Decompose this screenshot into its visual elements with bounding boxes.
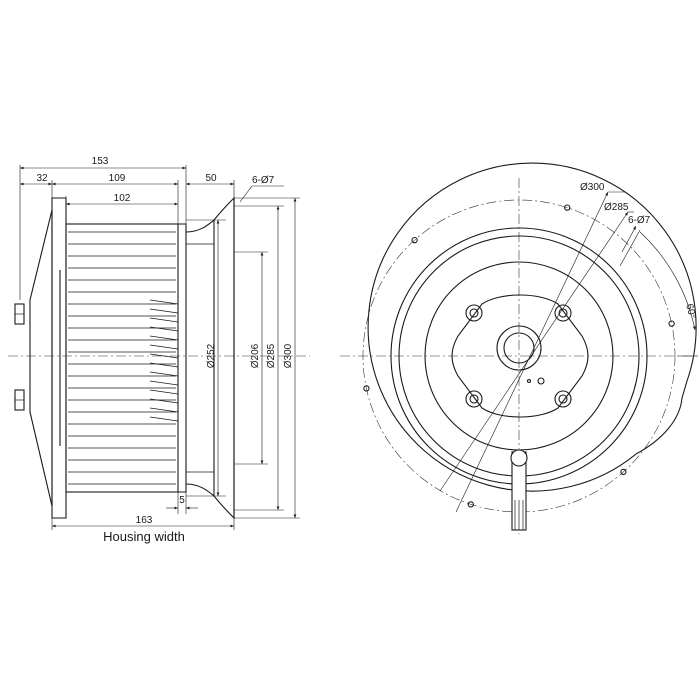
- motor-hub: [451, 294, 589, 418]
- inlet-ring-outer: [390, 227, 648, 485]
- angle-arc: [639, 231, 696, 331]
- bolt-circle: [362, 199, 676, 513]
- blade-edge: [149, 344, 179, 350]
- motor-bolt-4-hole: [558, 394, 568, 404]
- motor-bolt-4: [554, 390, 572, 408]
- holes-label-side: 6-Ø7: [252, 175, 275, 186]
- blade-edge: [149, 380, 179, 386]
- leader-holes: [621, 225, 637, 253]
- mounting-hole: [467, 501, 474, 508]
- blade-edge: [149, 317, 179, 323]
- dim-d285-label: Ø285: [266, 343, 277, 368]
- blade-edge: [149, 308, 179, 314]
- back-plate: [178, 223, 187, 493]
- motor-bolt-1: [465, 304, 483, 322]
- dim-5-label: 5: [179, 495, 185, 506]
- marker-dot-small: [526, 378, 532, 384]
- outer-flange: [367, 162, 697, 492]
- blade-edge: [149, 398, 179, 404]
- dim-163-label: 163: [136, 515, 153, 526]
- dim-d252-label: Ø252: [206, 343, 217, 368]
- blade-edge: [149, 326, 179, 332]
- marker-dot: [537, 377, 545, 385]
- label-d300: Ø300: [580, 182, 605, 193]
- mounting-hole: [668, 320, 675, 327]
- dim-102-label: 102: [114, 193, 131, 204]
- angle-ext-1: [619, 229, 641, 267]
- leader-d285: [439, 211, 629, 492]
- motor-bolt-3: [465, 390, 483, 408]
- impeller-blades: [68, 231, 179, 485]
- blade-edge: [149, 353, 179, 359]
- cable-gland: [510, 449, 528, 467]
- dim-50-label: 50: [205, 173, 217, 184]
- side-view: 153 32 109 102 50 6-Ø7 Ø252 Ø206 Ø28: [8, 156, 310, 544]
- front-view: Ø300 Ø285 6-Ø7 60°: [340, 162, 698, 534]
- blade-edge: [149, 407, 179, 413]
- mounting-hole: [564, 204, 571, 211]
- motor-bolt-1-hole: [469, 308, 479, 318]
- label-angle: 60°: [683, 303, 697, 320]
- dim-109-label: 109: [109, 173, 126, 184]
- mounting-hole: [363, 385, 370, 392]
- blade-edge: [149, 389, 179, 395]
- holes-leader: [239, 185, 253, 203]
- label-holes: 6-Ø7: [628, 215, 651, 226]
- motor-bolt-2-hole: [558, 308, 568, 318]
- dim-d300-label: Ø300: [283, 343, 294, 368]
- motor-bolt-2: [554, 304, 572, 322]
- shaft-outer: [496, 325, 542, 371]
- label-d285: Ø285: [604, 202, 629, 213]
- blade-edge: [149, 299, 179, 305]
- motor-housing: [185, 218, 215, 498]
- leader-d300: [455, 191, 609, 513]
- motor-bolts: [465, 304, 572, 408]
- motor-bolt-3-hole: [469, 394, 479, 404]
- mounting-hole: [411, 236, 418, 244]
- blade-edge: [149, 362, 179, 368]
- flange-curve: [213, 196, 235, 520]
- dim-d206-label: Ø206: [250, 343, 261, 368]
- blade-edge: [149, 335, 179, 341]
- mounting-hole: [620, 468, 627, 476]
- dim-153-label: 153: [92, 156, 109, 167]
- inlet-ring: [51, 197, 67, 519]
- blade-edge: [149, 371, 179, 377]
- inlet-cone: [29, 209, 53, 507]
- dim-32-label: 32: [36, 173, 48, 184]
- mounting-holes: [363, 204, 675, 508]
- housing-width-label: Housing width: [103, 529, 185, 544]
- blade-edge: [149, 416, 179, 422]
- impeller-body: [65, 223, 179, 493]
